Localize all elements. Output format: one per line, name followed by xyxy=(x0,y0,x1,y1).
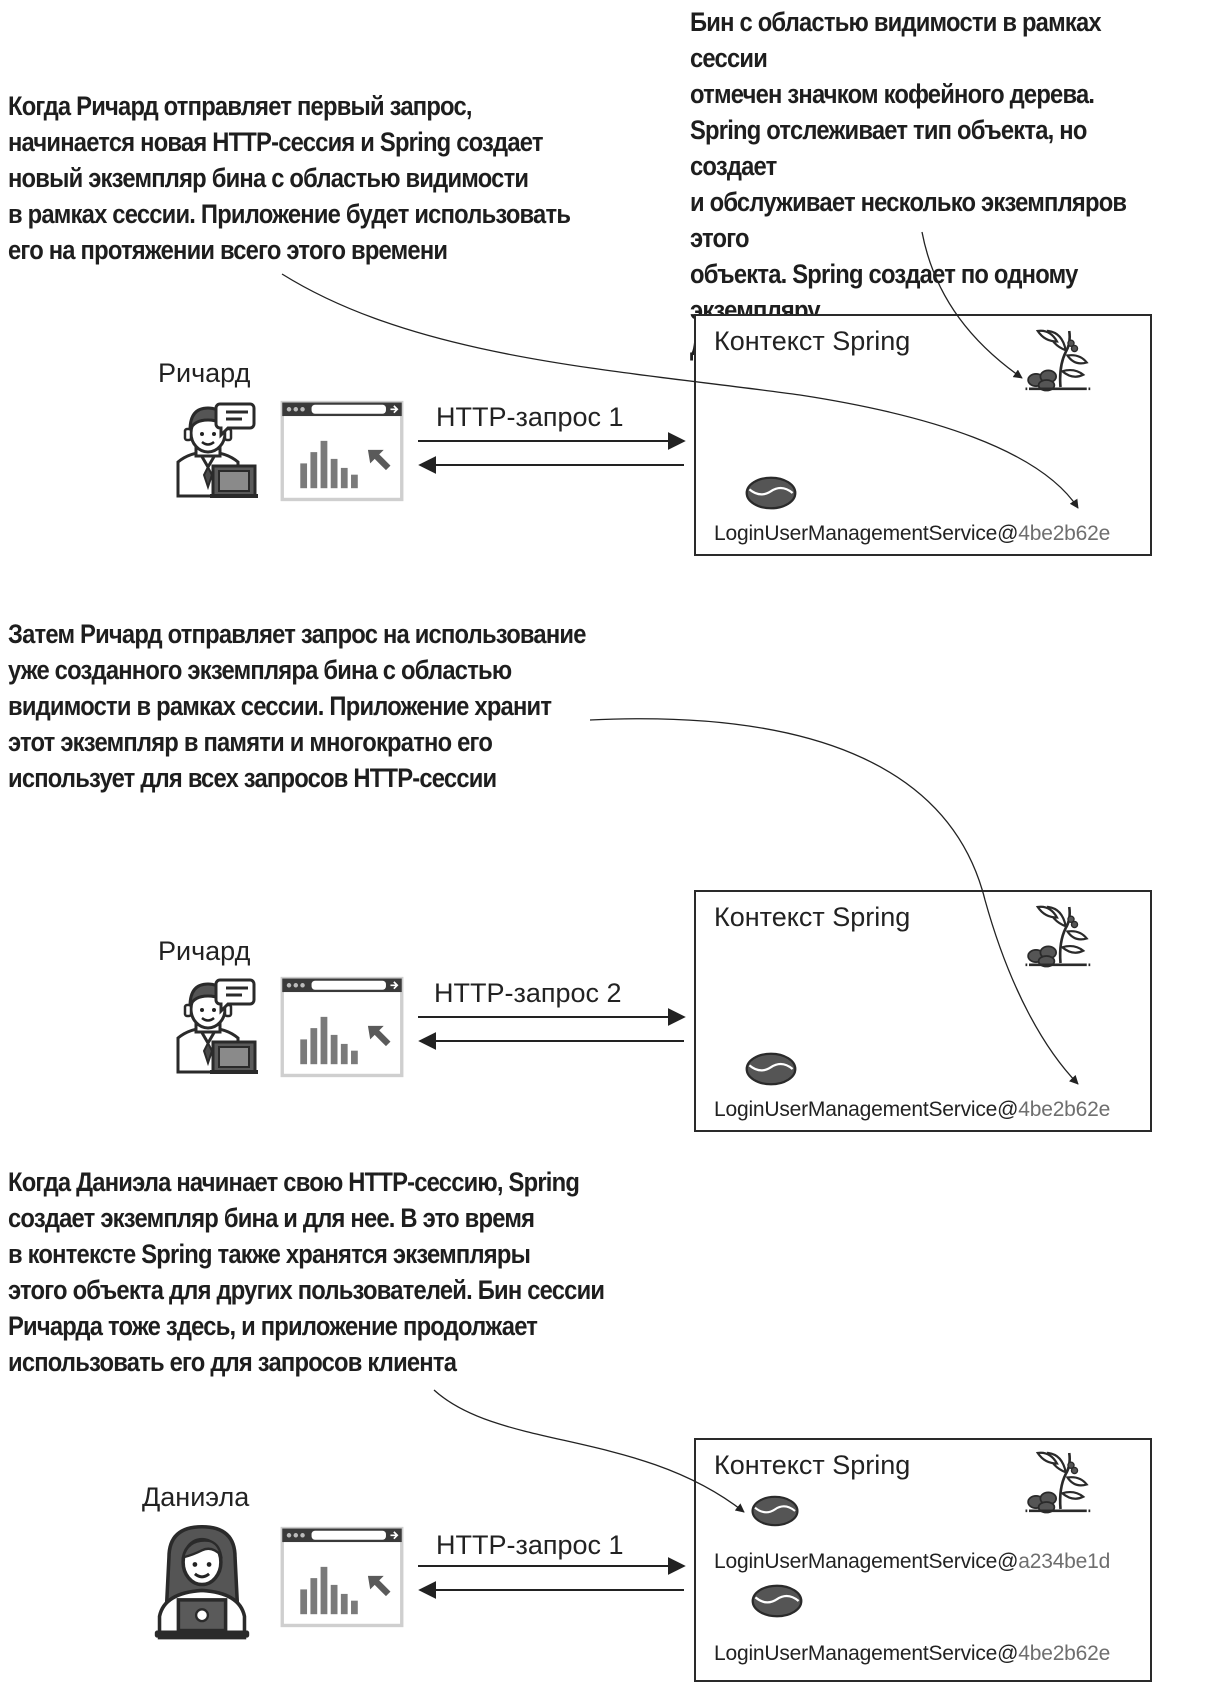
person-name: Ричард xyxy=(158,358,251,388)
note-first-request: Когда Ричард отправляет первый запрос, н… xyxy=(8,91,571,265)
context-title: Контекст Spring xyxy=(714,326,911,356)
woman-with-laptop-icon xyxy=(142,1522,262,1640)
coffee-tree-icon xyxy=(1022,324,1092,394)
coffee-tree-icon xyxy=(1022,900,1092,970)
browser-window-chart-icon xyxy=(280,976,404,1078)
note-second-request: Затем Ричард отправляет запрос на исполь… xyxy=(8,619,586,793)
note-daniela-session: Когда Даниэла начинает свою HTTP-сессию,… xyxy=(8,1167,605,1377)
browser-window-chart-icon xyxy=(280,1526,404,1628)
bean-instance-label: LoginUserManagementService@a234be1d xyxy=(714,1550,1111,1573)
spring-context-box: Контекст Spring LoginUserManagementServi… xyxy=(694,314,1152,556)
browser-window-chart-icon xyxy=(280,400,404,502)
person-name: Даниэла xyxy=(142,1482,250,1512)
coffee-bean-icon xyxy=(744,474,798,512)
context-title: Контекст Spring xyxy=(714,1450,911,1480)
context-title: Контекст Spring xyxy=(714,902,911,932)
coffee-bean-icon xyxy=(750,1486,800,1536)
spring-context-box: Контекст Spring LoginUserManagementServi… xyxy=(694,890,1152,1132)
bean-instance-label: LoginUserManagementService@4be2b62e xyxy=(714,1642,1111,1665)
request-label: HTTP-запрос 1 xyxy=(436,1530,624,1560)
note-session-scope-tree: Бин с областью видимости в рамках сессии… xyxy=(690,7,1127,361)
man-with-laptop-icon xyxy=(158,976,258,1076)
coffee-tree-icon xyxy=(1022,1446,1092,1516)
coffee-bean-icon xyxy=(750,1582,804,1620)
bean-instance-label: LoginUserManagementService@4be2b62e xyxy=(714,1098,1111,1121)
coffee-bean-icon xyxy=(744,1050,798,1088)
request-label: HTTP-запрос 2 xyxy=(434,978,622,1008)
request-label: HTTP-запрос 1 xyxy=(436,402,624,432)
bean-instance-label: LoginUserManagementService@4be2b62e xyxy=(714,522,1111,545)
person-name: Ричард xyxy=(158,936,251,966)
spring-context-box: Контекст Spring LoginUserManagementServi… xyxy=(694,1438,1152,1682)
man-with-laptop-icon xyxy=(158,400,258,500)
